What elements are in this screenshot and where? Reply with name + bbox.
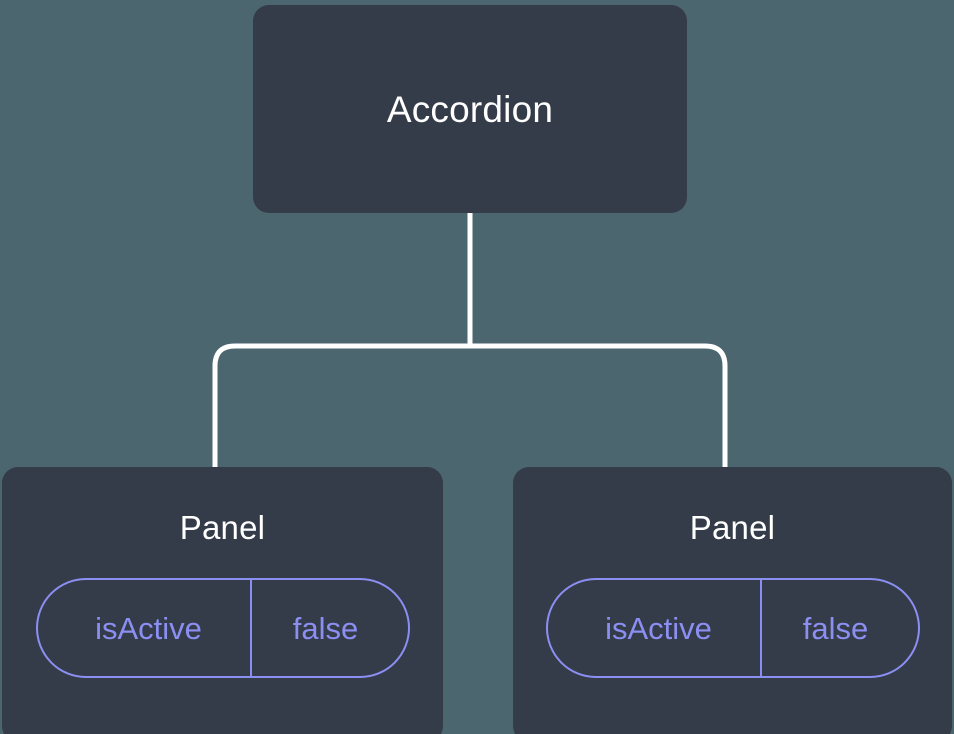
prop-pill-isactive-left[interactable]: isActive false [35,578,410,678]
prop-key-right: isActive [605,610,712,646]
prop-value-right: false [759,580,918,676]
prop-pill-isactive-right[interactable]: isActive false [545,578,920,678]
node-accordion[interactable]: Accordion [253,5,687,213]
prop-key-left: isActive [95,610,202,646]
node-panel-right-label: Panel [689,509,776,546]
node-panel-left-label: Panel [179,509,266,546]
node-panel-right[interactable]: Panel isActive false [513,467,952,734]
node-panel-left[interactable]: Panel isActive false [2,467,443,734]
node-accordion-label: Accordion [386,88,554,130]
prop-value-left: false [249,580,408,676]
edge-split-bar [212,343,728,473]
